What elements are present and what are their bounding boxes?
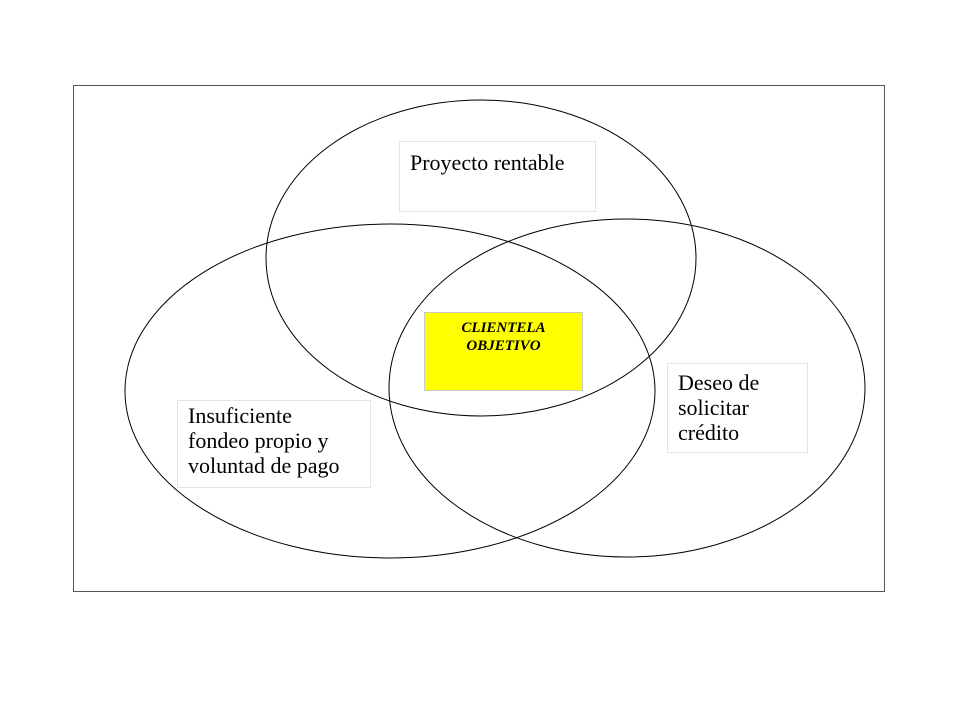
label-proyecto-rentable: Proyecto rentable [399, 141, 596, 212]
label-insuficiente-fondeo: Insuficiente fondeo propio y voluntad de… [177, 400, 371, 488]
center-target-box: CLIENTELA OBJETIVO [424, 312, 583, 391]
label-line: solicitar [678, 395, 749, 420]
diagram-frame [73, 85, 885, 592]
label-line: Deseo de [678, 370, 760, 395]
label-line: voluntad de pago [188, 453, 340, 478]
label-line: Proyecto rentable [410, 150, 565, 175]
label-line: crédito [678, 420, 740, 445]
circle-top [265, 99, 697, 417]
circle-right [388, 218, 866, 558]
circle-left [124, 223, 656, 559]
center-label-line: OBJETIVO [466, 338, 541, 354]
label-deseo-credito: Deseo de solicitar crédito [667, 363, 808, 453]
label-line: fondeo propio y [188, 428, 329, 453]
center-label-line: CLIENTELA [461, 320, 546, 336]
label-line: Insuficiente [188, 403, 292, 428]
